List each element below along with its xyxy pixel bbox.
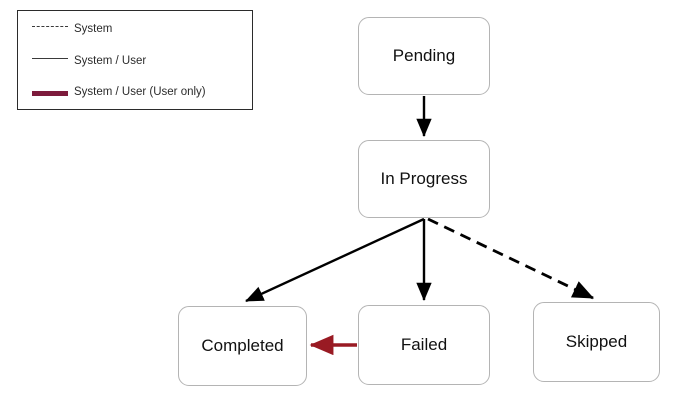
legend-label-system: System — [74, 23, 113, 35]
state-node-completed[interactable]: Completed — [178, 306, 307, 386]
legend-box: System System / User System / User (User… — [17, 10, 253, 110]
state-node-failed[interactable]: Failed — [358, 305, 490, 385]
state-label-pending: Pending — [392, 46, 456, 65]
legend-item-user-only: System / User (User only) — [18, 82, 252, 102]
state-label-failed: Failed — [400, 335, 448, 354]
state-node-skipped[interactable]: Skipped — [533, 302, 660, 382]
state-node-in-progress[interactable]: In Progress — [358, 140, 490, 218]
legend-item-system: System — [18, 19, 252, 39]
thick-line-icon — [32, 91, 68, 96]
legend-label-user-only: System / User (User only) — [74, 86, 206, 98]
state-node-pending[interactable]: Pending — [358, 17, 490, 95]
edge-in-progress-to-completed — [245, 217, 425, 303]
legend-item-system-user: System / User — [18, 51, 252, 71]
legend-label-system-user: System / User — [74, 55, 147, 67]
dashed-line-icon — [32, 26, 68, 37]
state-label-skipped: Skipped — [565, 332, 628, 351]
state-label-in-progress: In Progress — [380, 169, 468, 188]
state-label-completed: Completed — [201, 336, 284, 355]
edge-in-progress-to-skipped — [427, 217, 595, 300]
solid-line-icon — [32, 58, 68, 69]
